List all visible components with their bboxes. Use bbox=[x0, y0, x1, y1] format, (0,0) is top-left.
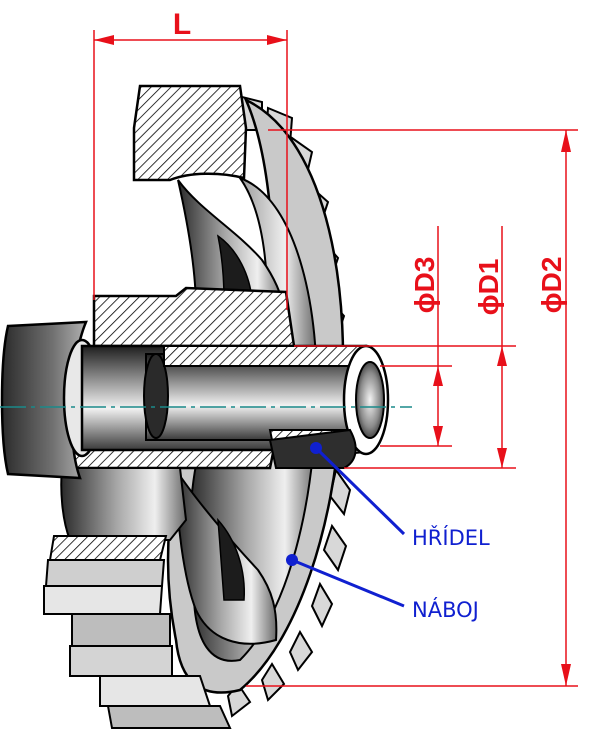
shaft bbox=[0, 320, 390, 480]
shaft-callout-leader bbox=[314, 446, 406, 536]
hub-callout-leader bbox=[291, 558, 405, 608]
hub-callout: NÁBOJ bbox=[286, 554, 479, 622]
dimension-d3-label: ϕD3 bbox=[409, 257, 440, 314]
dimension-l bbox=[93, 30, 288, 310]
dimension-d2-label: ϕD2 bbox=[536, 257, 567, 314]
gear-hub bbox=[43, 84, 352, 729]
shaft-callout: HŘÍDEL bbox=[310, 442, 490, 550]
dimension-d1-label: ϕD1 bbox=[473, 259, 504, 316]
dimension-d2 bbox=[246, 129, 578, 687]
hub-callout-label: NÁBOJ bbox=[412, 597, 479, 622]
shaft-callout-label: HŘÍDEL bbox=[412, 525, 490, 550]
dimension-d3 bbox=[380, 226, 452, 447]
dimension-l-label: L bbox=[173, 8, 191, 41]
dimension-d1 bbox=[294, 226, 516, 469]
lower-hub-blocks bbox=[43, 467, 232, 729]
